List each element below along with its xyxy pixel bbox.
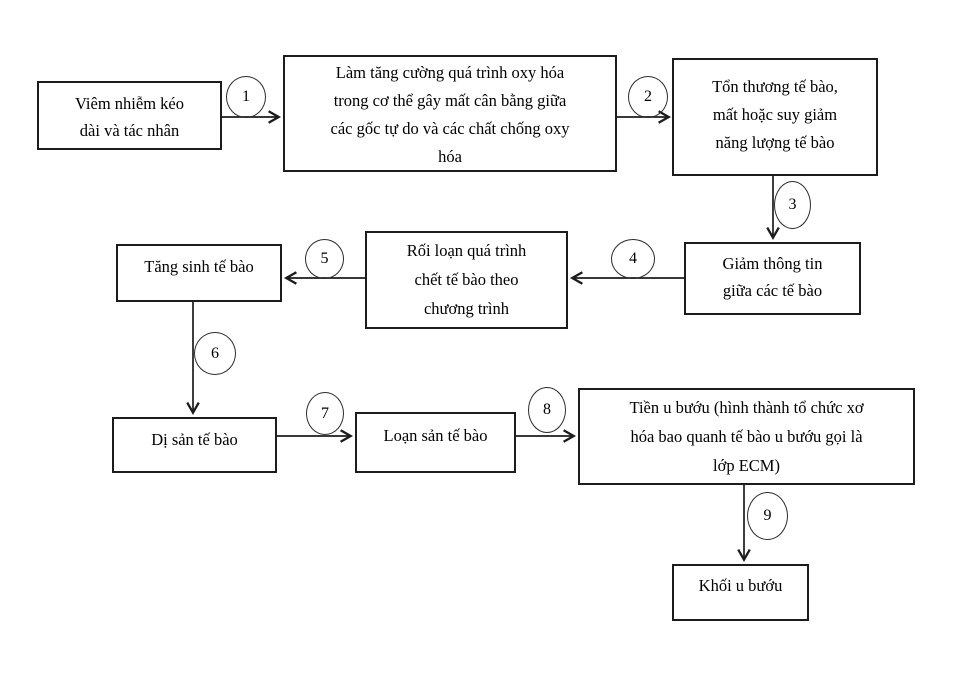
node-text-line: mất hoặc suy giảm (712, 105, 838, 124)
node-text-line: chương trình (423, 299, 510, 318)
flow-node-di-san-te-bao: Dị sản tế bào (112, 417, 277, 473)
step-circle-9: 9 (747, 492, 788, 540)
step-circle-5: 5 (305, 239, 344, 279)
node-text-line: Viêm nhiễm kéo (75, 94, 184, 113)
flow-node-giam-thong-tin: Giảm thông tin giữa các tế bào (684, 242, 861, 315)
flow-node-tien-u-buou: Tiền u bướu (hình thành tổ chức xơ hóa b… (578, 388, 915, 485)
node-text-line: dài và tác nhân (79, 121, 180, 140)
flow-node-khoi-u-buou: Khối u bướu (672, 564, 809, 621)
step-circle-6: 6 (194, 332, 236, 375)
node-text-line: hóa (438, 147, 462, 166)
node-text-line: lớp ECM) (713, 456, 780, 475)
step-circle-4: 4 (611, 239, 655, 279)
node-text-line: Giảm thông tin (722, 254, 823, 273)
step-circle-8: 8 (528, 387, 566, 433)
flow-node-viem-nhiem-keo-dai: Viêm nhiễm kéo dài và tác nhân (37, 81, 222, 150)
node-text-line: Làm tăng cường quá trình oxy hóa (335, 63, 565, 82)
step-circle-7: 7 (306, 392, 344, 435)
node-text-line: Khối u bướu (698, 576, 783, 595)
node-text-line: hóa bao quanh tế bào u bướu gọi là (630, 427, 863, 446)
step-circle-3: 3 (774, 181, 811, 229)
flow-node-tang-cuong-oxy-hoa: Làm tăng cường quá trình oxy hóa trong c… (283, 55, 617, 172)
flow-node-ton-thuong-te-bao: Tổn thương tế bào, mất hoặc suy giảm năn… (672, 58, 878, 176)
flow-node-roi-loan-chet-te-bao: Rối loạn quá trình chết tế bào theo chươ… (365, 231, 568, 329)
node-text-line: trong cơ thể gây mất cân bằng giữa (333, 91, 567, 110)
node-text-line: chết tế bào theo (414, 270, 519, 289)
node-text-line: năng lượng tế bào (715, 133, 835, 152)
node-text-line: Tổn thương tế bào, (712, 77, 838, 96)
node-text-line: Dị sản tế bào (151, 430, 238, 449)
node-text-line: Rối loạn quá trình (406, 241, 527, 260)
node-text-line: các gốc tự do và các chất chống oxy (330, 119, 570, 138)
step-circle-1: 1 (226, 76, 266, 118)
node-text-line: Loạn sản tế bào (383, 426, 488, 445)
node-text-line: giữa các tế bào (722, 281, 823, 300)
node-text-line: Tăng sinh tế bào (144, 257, 254, 276)
step-circle-2: 2 (628, 76, 668, 118)
flow-node-loan-san-te-bao: Loạn sản tế bào (355, 412, 516, 473)
node-text-line: Tiền u bướu (hình thành tổ chức xơ (629, 398, 864, 417)
flow-node-tang-sinh-te-bao: Tăng sinh tế bào (116, 244, 282, 302)
